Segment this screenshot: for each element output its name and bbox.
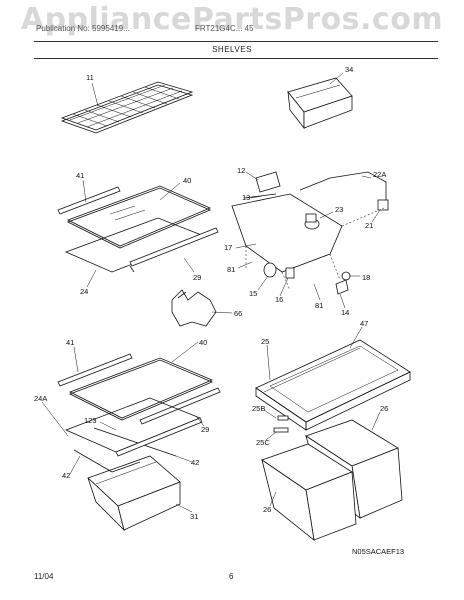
- callout-41: 41: [76, 171, 84, 180]
- shelf-frame-upper: [64, 217, 219, 273]
- shelf-trim-front-upper: [57, 186, 121, 215]
- shelf-trim-front-lower: [57, 353, 133, 387]
- header-rule-bottom: [34, 58, 438, 59]
- glass-shelf-lower: [69, 357, 214, 421]
- footer-page-number: 6: [229, 572, 234, 581]
- callout-17: 17: [224, 243, 232, 252]
- header-publication: Publication No: 5995419...: [36, 24, 130, 33]
- callout-25C: 25C: [256, 438, 270, 447]
- callout-18: 18: [362, 273, 370, 282]
- crisper-pan: [73, 449, 181, 532]
- callout-123: 123: [84, 416, 97, 425]
- callout-47: 47: [360, 319, 368, 328]
- callout-66: 66: [234, 309, 242, 318]
- glass-shelf-upper: [66, 185, 212, 249]
- footer-date: 11/04: [34, 572, 54, 581]
- callout-29: 29: [193, 273, 201, 282]
- callout-21: 21: [365, 221, 373, 230]
- callout-40: 40: [183, 176, 191, 185]
- callout-labels: 11 34 41 40 12 22A 13 23 21 17 29 24 81 …: [34, 65, 388, 521]
- diagram-code: N05SACAEF13: [352, 547, 404, 556]
- cover-support-parts: [273, 415, 289, 433]
- callout-81-a: 81: [227, 265, 235, 274]
- shelf-bracket: [171, 289, 217, 327]
- callout-29-lower: 29: [201, 425, 209, 434]
- callout-25B: 25B: [252, 404, 265, 413]
- callout-12: 12: [237, 166, 245, 175]
- callout-26-bottom: 26: [263, 505, 271, 514]
- callout-25: 25: [261, 337, 269, 346]
- callout-81-b: 81: [315, 301, 323, 310]
- crisper-drawers: [261, 419, 403, 541]
- callout-14: 14: [341, 308, 349, 317]
- callout-42-left: 42: [62, 471, 70, 480]
- shelf-frame-lower: [64, 397, 203, 457]
- callout-31: 31: [190, 512, 198, 521]
- callout-23: 23: [335, 205, 343, 214]
- callout-26-top: 26: [380, 404, 388, 413]
- callout-41-lower: 41: [66, 338, 74, 347]
- callout-24: 24: [80, 287, 88, 296]
- callout-22A: 22A: [373, 170, 386, 179]
- leader-lines: [41, 72, 381, 513]
- wire-shelf: [60, 81, 194, 134]
- callout-16: 16: [275, 295, 283, 304]
- header-rule-top: [34, 41, 438, 42]
- crisper-cover: [255, 339, 411, 431]
- callout-42-right: 42: [191, 458, 199, 467]
- callout-34: 34: [345, 65, 353, 74]
- deli-pan: [287, 77, 353, 130]
- watermark: AppliancePartsPros.com: [20, 2, 444, 37]
- callout-11: 11: [86, 73, 94, 82]
- callout-15: 15: [249, 289, 257, 298]
- shelf-trim-rear-lower: [139, 387, 221, 425]
- callout-24A: 24A: [34, 394, 47, 403]
- callout-40-lower: 40: [199, 338, 207, 347]
- section-title: SHELVES: [212, 45, 252, 54]
- header-model: FRT21G4C... 45: [195, 24, 254, 33]
- callout-13: 13: [242, 193, 250, 202]
